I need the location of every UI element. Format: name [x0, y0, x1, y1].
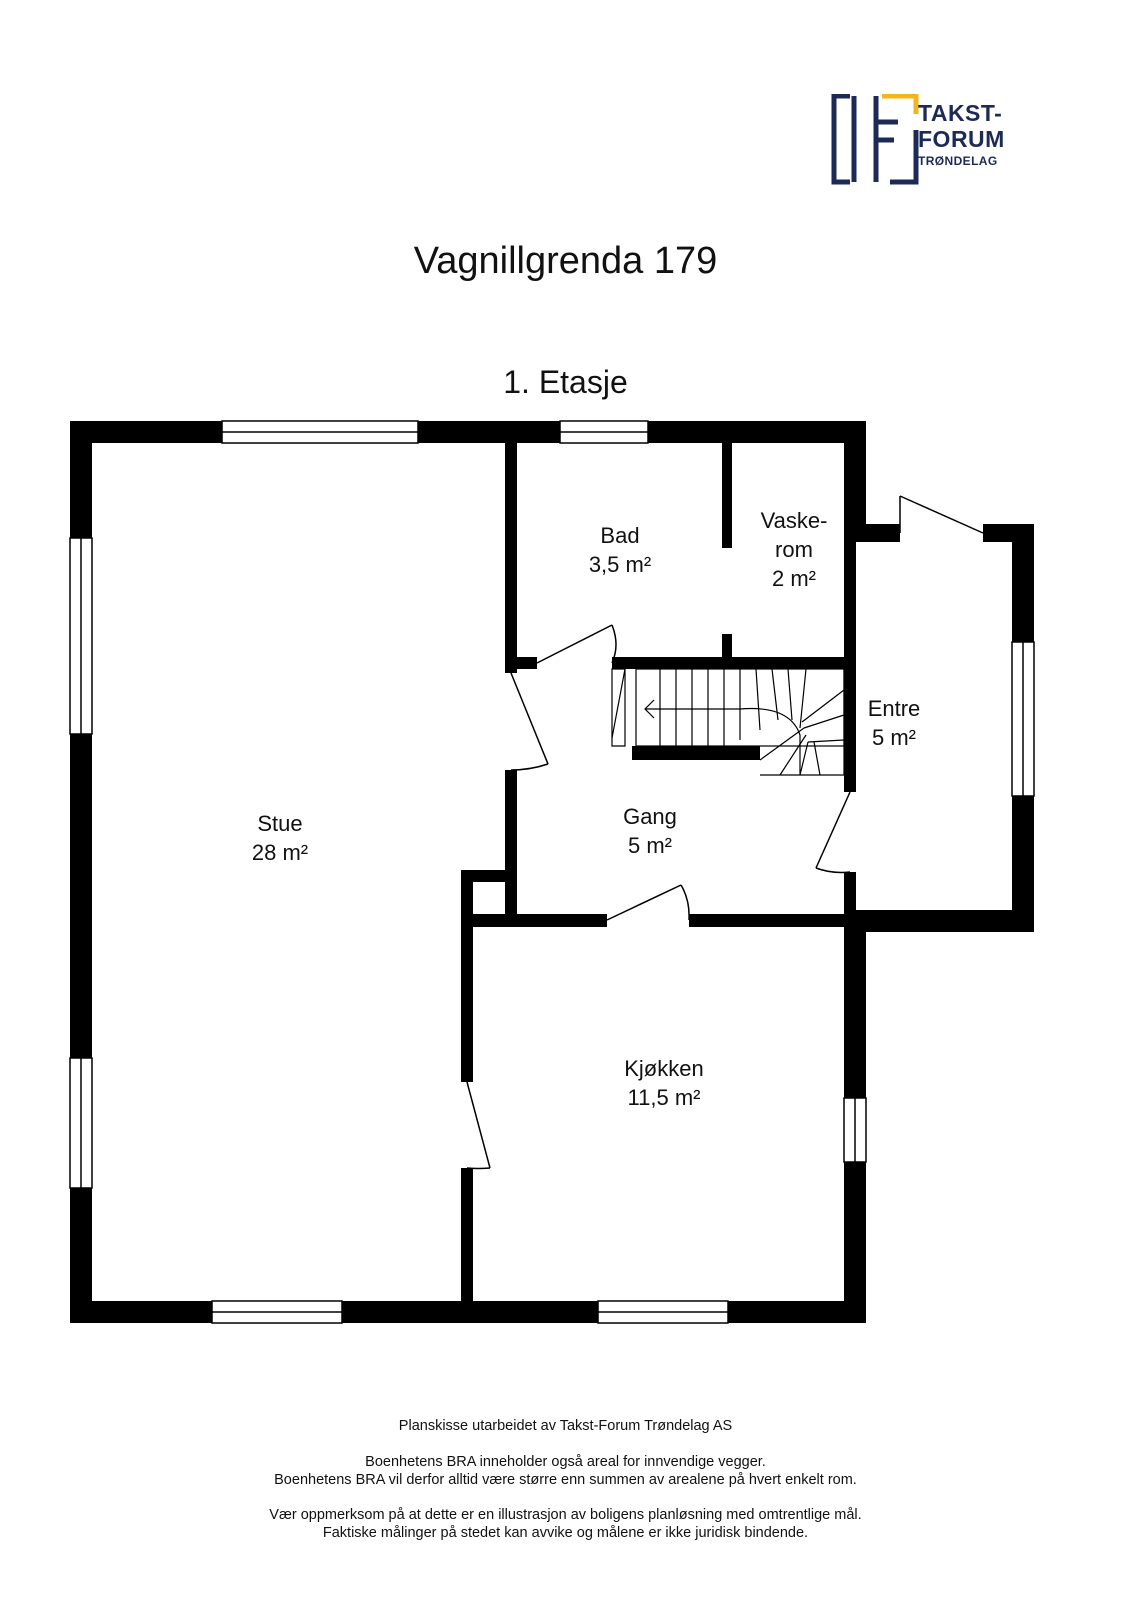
room-bad-name: Bad: [600, 523, 640, 548]
takst-forum-logo: TAKST- FORUM TRØNDELAG: [830, 93, 1070, 186]
footer-disclaimer-2: Faktiske målinger på stedet kan avvike o…: [322, 1525, 809, 1541]
window-stue-top: [221, 420, 419, 444]
wall-stair-bottom: [632, 746, 760, 760]
door-entrance: [899, 495, 984, 534]
logo-line-3: TRØNDELAG: [918, 154, 998, 168]
footer-bra-note-2: Boenhetens BRA vil derfor alltid være st…: [274, 1472, 857, 1488]
room-stue-area: 28 m²: [251, 840, 309, 865]
wall-gang-kjokken-right: [689, 914, 866, 927]
wall-bad-bottom-right: [612, 657, 844, 669]
door-entre-gang: [815, 791, 851, 874]
room-vaskerom-name: Vaske-: [760, 508, 828, 533]
wall-stue-gang: [505, 770, 517, 916]
room-bad-area: 3,5 m²: [588, 552, 652, 577]
wall-top: [70, 421, 866, 443]
window-bad-top: [559, 420, 649, 444]
door-gang-kjokken: [606, 884, 690, 921]
wall-entre-left: [844, 524, 856, 792]
footer-bra-note-1: Boenhetens BRA inneholder også areal for…: [365, 1454, 766, 1470]
doors: [466, 495, 984, 1170]
wall-bottom: [70, 1301, 866, 1323]
page-title: Vagnillgrenda 179: [413, 240, 718, 282]
window-stue-left-lower: [69, 1057, 93, 1189]
window-kjokken-right: [843, 1097, 867, 1163]
room-vaskerom-area: 2 m²: [772, 566, 816, 591]
door-stue-kjokken: [466, 1081, 491, 1170]
room-gang: Gang 5 m²: [580, 802, 720, 860]
wall-entre-bottom: [844, 910, 1034, 932]
wall-entre-left-lower: [844, 872, 856, 916]
logo-line-1: TAKST-: [918, 100, 1003, 126]
room-kjokken-area: 11,5 m²: [627, 1085, 701, 1110]
wall-stue-bad: [505, 443, 517, 673]
room-gang-area: 5 m²: [628, 833, 672, 858]
room-stue-name: Stue: [257, 811, 303, 836]
logo-text: TAKST- FORUM TRØNDELAG: [918, 100, 1005, 168]
floor-title: 1. Etasje: [503, 364, 628, 400]
wall-bad-bottom-left: [505, 657, 537, 669]
window-stue-bottom: [211, 1300, 343, 1324]
windows: [69, 420, 1035, 1324]
logo-mark-icon: [831, 93, 919, 185]
wall-gang-kjokken-left: [473, 914, 607, 927]
wall-kjokken-left-lower: [461, 1168, 473, 1301]
window-stue-left-upper: [69, 537, 93, 735]
wall-bad-vask-upper: [722, 443, 732, 548]
room-stue: Stue 28 m²: [210, 809, 350, 867]
room-vaskerom-name-2: rom: [775, 537, 813, 562]
room-entre: Entre 5 m²: [824, 694, 964, 752]
staircase: [611, 668, 845, 776]
window-kjokken-bottom: [597, 1300, 729, 1324]
room-bad: Bad 3,5 m²: [550, 521, 690, 579]
wall-right-upper: [844, 421, 866, 531]
footer-disclaimer-1: Vær oppmerksom på at dette er en illustr…: [269, 1507, 862, 1523]
room-vaskerom: Vaske- rom 2 m²: [724, 506, 864, 593]
wall-kjokken-left-upper: [461, 870, 473, 1082]
room-kjokken-name: Kjøkken: [624, 1056, 704, 1081]
footer-credit: Planskisse utarbeidet av Takst-Forum Trø…: [398, 1418, 733, 1434]
room-kjokken: Kjøkken 11,5 m²: [594, 1054, 734, 1112]
door-stue-gang: [510, 672, 549, 771]
room-gang-name: Gang: [623, 804, 677, 829]
door-bad: [536, 624, 617, 664]
wall-bad-vask-lower: [722, 634, 732, 664]
window-entre-right: [1011, 641, 1035, 797]
stair-treads: [659, 668, 845, 776]
room-entre-area: 5 m²: [872, 725, 916, 750]
logo-line-2: FORUM: [918, 126, 1005, 152]
wall-entre-top-left: [844, 524, 900, 542]
wall-niche-top: [461, 870, 517, 882]
room-entre-name: Entre: [867, 696, 921, 721]
